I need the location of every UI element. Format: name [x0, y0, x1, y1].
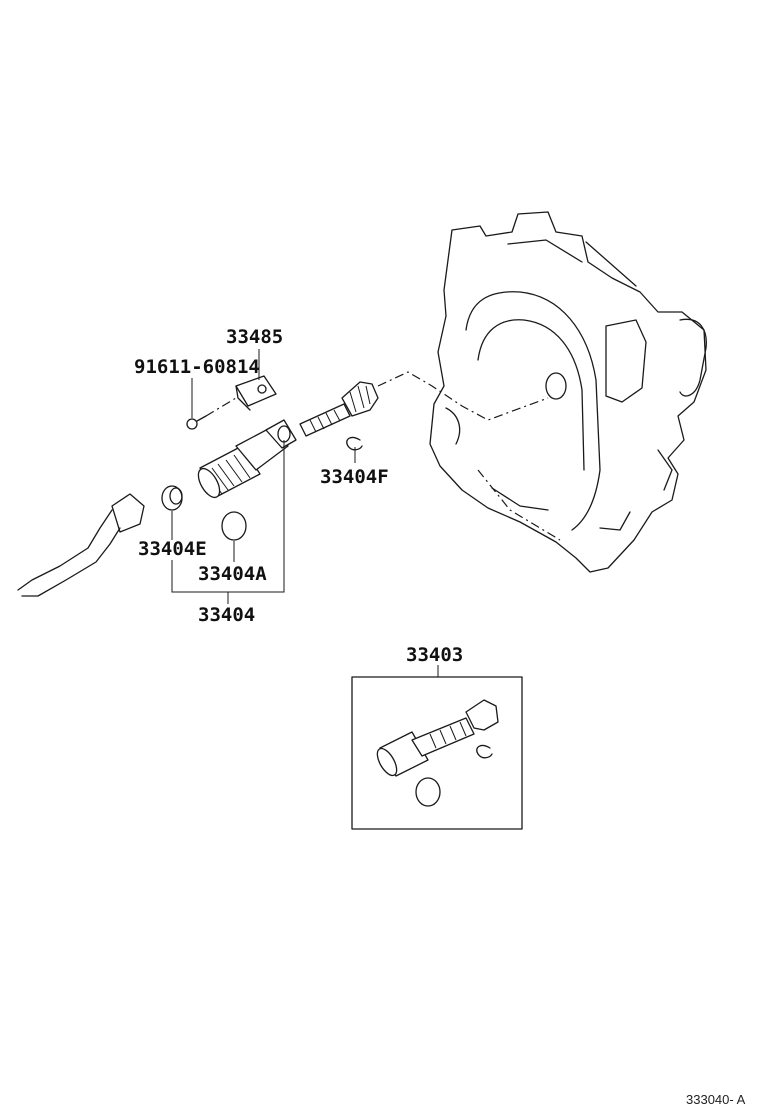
label-33404F: 33404F [320, 466, 389, 488]
label-91611-60814: 91611-60814 [134, 356, 260, 378]
sensor-cable [17, 493, 145, 597]
assembly-line [377, 371, 549, 421]
transmission-housing [429, 211, 707, 573]
diagram-code: 333040- A [686, 1092, 746, 1107]
bracket-33404 [171, 440, 285, 604]
label-33404A: 33404A [198, 563, 267, 585]
e-clip [346, 436, 363, 451]
label-33485: 33485 [226, 326, 283, 348]
assembly-box-33403 [351, 665, 523, 830]
speed-sensor-body [197, 419, 297, 499]
assembly-line-lower [477, 469, 561, 541]
label-33404: 33404 [198, 604, 255, 626]
oil-seal [161, 485, 183, 511]
o-ring [221, 511, 247, 541]
label-33404E: 33404E [138, 538, 207, 560]
lock-plate [235, 375, 277, 411]
bolt [186, 397, 237, 430]
driven-gear-shaft [299, 381, 379, 437]
label-33403: 33403 [406, 644, 463, 666]
